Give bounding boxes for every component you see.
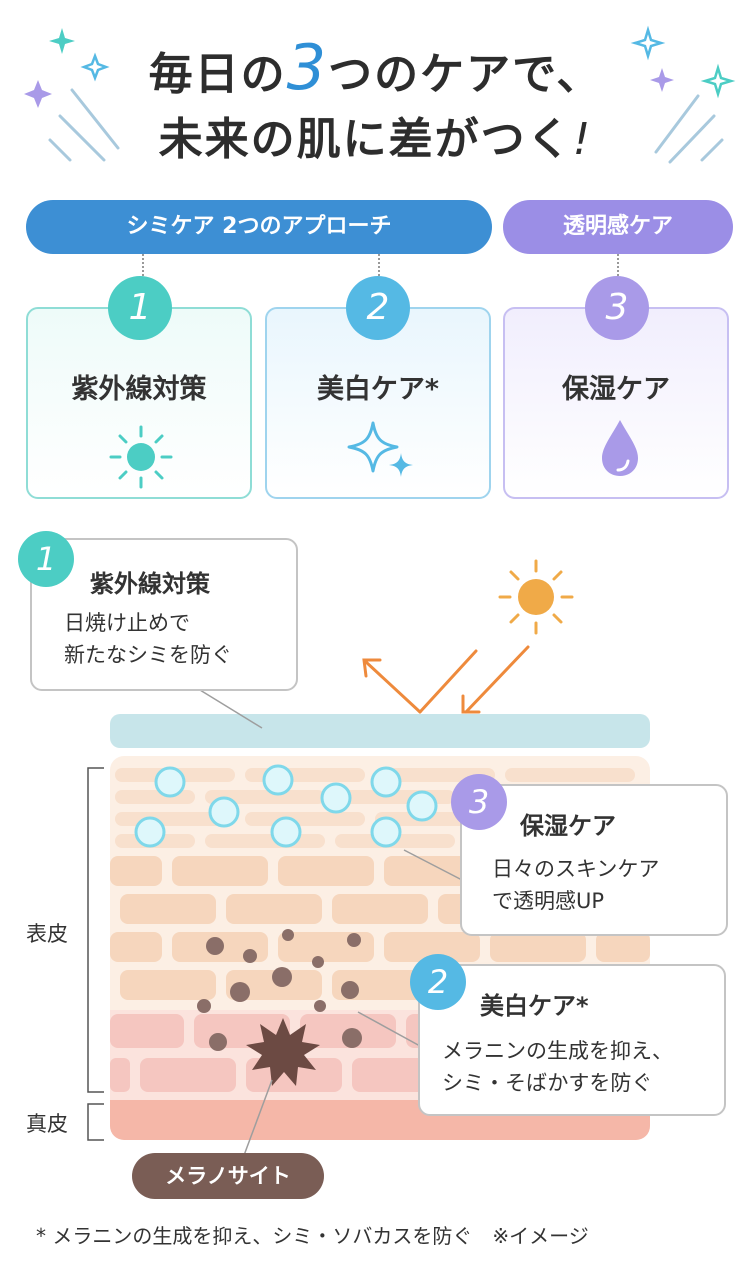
card-uv-label: 紫外線対策 bbox=[71, 374, 207, 405]
card-moisturizing-label: 保湿ケア bbox=[562, 374, 670, 405]
whitening-callout-heading: 美白ケア* bbox=[480, 992, 589, 1020]
title-line-2-text: 未来の肌に差がつく bbox=[158, 114, 573, 165]
uv-callout: 紫外線対策 日焼け止めで 新たなシミを防ぐ bbox=[30, 538, 298, 691]
sparkle-decoration-right-icon bbox=[630, 25, 736, 164]
title-line-1-pre: 毎日の bbox=[148, 49, 287, 100]
card-whitening-label: 美白ケア* bbox=[316, 374, 440, 405]
footnote: * メラニンの生成を抑え、シミ・ソバカスを防ぐ ※イメージ bbox=[36, 1224, 589, 1248]
whitening-callout: 美白ケア* メラニンの生成を抑え、 シミ・そばかすを防ぐ bbox=[418, 964, 726, 1116]
sparkle-icon bbox=[347, 421, 413, 477]
moisture-bubbles bbox=[134, 764, 438, 848]
sparkle-decoration-left-icon bbox=[24, 28, 120, 162]
connector-1 bbox=[142, 254, 144, 276]
connector-3 bbox=[617, 254, 619, 276]
dermis-label: 真皮 bbox=[26, 1112, 68, 1136]
uv-callout-number: 1 bbox=[18, 531, 74, 587]
whitening-callout-line-2: シミ・そばかすを防ぐ bbox=[442, 1071, 653, 1095]
moisture-callout-number: 3 bbox=[451, 774, 507, 830]
melanin-dots bbox=[197, 929, 362, 1051]
whitening-callout-number: 2 bbox=[410, 954, 466, 1010]
uv-callout-line-1: 日焼け止めで bbox=[64, 611, 190, 635]
uv-callout-line-2: 新たなシミを防ぐ bbox=[64, 643, 232, 667]
title-exclamation: ! bbox=[572, 114, 593, 165]
moisture-callout-heading: 保湿ケア bbox=[520, 812, 616, 840]
title-line-2: 未来の肌に差がつく! bbox=[0, 110, 751, 170]
melanocyte-label: メラノサイト bbox=[132, 1153, 324, 1199]
uv-callout-heading: 紫外線対策 bbox=[90, 570, 210, 598]
water-drop-icon bbox=[602, 420, 638, 476]
layer-brackets bbox=[87, 767, 104, 1141]
sun-icon bbox=[109, 425, 173, 489]
card-number-1: 1 bbox=[108, 276, 172, 340]
moisture-callout-line-2: で透明感UP bbox=[492, 889, 605, 913]
sun-illustration-icon bbox=[498, 559, 574, 635]
moisture-callout-line-1: 日々のスキンケア bbox=[492, 857, 660, 881]
title-number: 3 bbox=[286, 31, 329, 104]
title-line-1-post: つのケアで、 bbox=[328, 49, 603, 100]
connector-2 bbox=[378, 254, 380, 276]
card-number-3: 3 bbox=[585, 276, 649, 340]
epidermis-label: 表皮 bbox=[26, 922, 68, 946]
spot-care-pill: シミケア 2つのアプローチ bbox=[26, 200, 492, 254]
card-number-2: 2 bbox=[346, 276, 410, 340]
clarity-care-pill: 透明感ケア bbox=[503, 200, 733, 254]
sunscreen-layer bbox=[110, 714, 650, 748]
melanocyte-icon bbox=[246, 1018, 320, 1086]
title-line-1: 毎日の3つのケアで、 bbox=[0, 37, 751, 105]
whitening-callout-line-1: メラニンの生成を抑え、 bbox=[442, 1039, 673, 1063]
uv-ray-arrows bbox=[362, 645, 530, 714]
